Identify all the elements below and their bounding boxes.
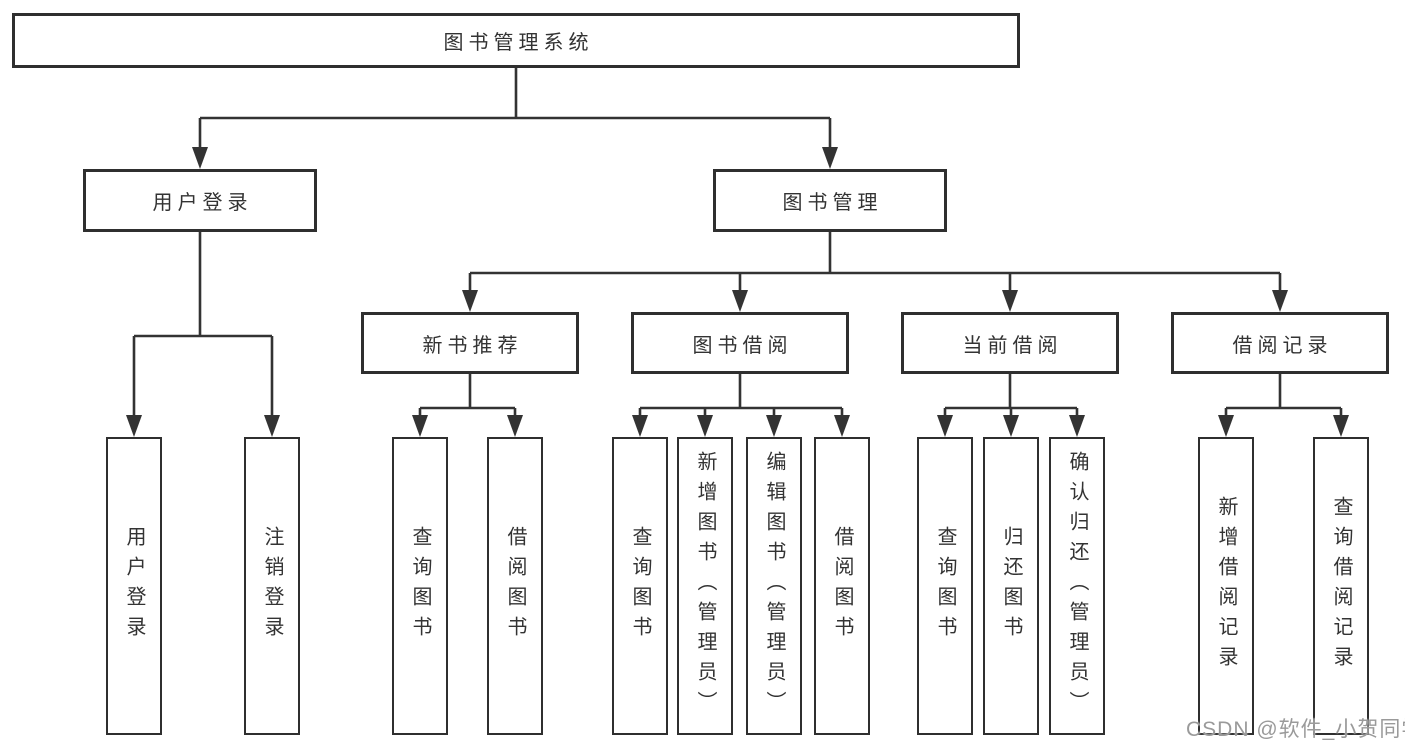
connector-root-to-level2 (198, 68, 832, 149)
leaf-records-add-borrow-record: 新增借阅记录 (1198, 437, 1254, 735)
connector-book-management-to-level3 (468, 232, 1282, 292)
arrowhead (766, 415, 782, 437)
leaf-current-confirm-return-admin: 确认归还（管理员） (1049, 437, 1105, 735)
arrowhead (822, 147, 838, 169)
leaf-borrow-borrow-books: 借阅图书 (814, 437, 870, 735)
node-new-book-recommendation: 新书推荐 (361, 312, 579, 374)
watermark-text: CSDN @软件_小贺同学 (1186, 718, 1405, 741)
arrowhead (1272, 290, 1288, 312)
arrowhead (507, 415, 523, 437)
arrowhead (192, 147, 208, 169)
arrowhead (834, 415, 850, 437)
leaf-records-query-borrow-record: 查询借阅记录 (1313, 437, 1369, 735)
arrowhead (937, 415, 953, 437)
leaf-borrow-query-books: 查询图书 (612, 437, 668, 735)
node-book-management: 图书管理 (713, 169, 947, 232)
arrowhead (732, 290, 748, 312)
arrowhead (1218, 415, 1234, 437)
node-user-login: 用户登录 (83, 169, 317, 232)
node-borrowing-records: 借阅记录 (1171, 312, 1389, 374)
arrowhead (1003, 415, 1019, 437)
leaf-current-return-books: 归还图书 (983, 437, 1039, 735)
connector-current-borrow-to-leaves (943, 374, 1079, 417)
connector-borrow-records-to-leaves (1224, 374, 1343, 417)
node-book-borrowing: 图书借阅 (631, 312, 849, 374)
leaf-newbooks-query-books: 查询图书 (392, 437, 448, 735)
leaf-borrow-edit-books-admin: 编辑图书（管理员） (746, 437, 802, 735)
arrowhead (1002, 290, 1018, 312)
node-library-management-system: 图书管理系统 (12, 13, 1020, 68)
leaf-logout: 注销登录 (244, 437, 300, 735)
connector-book-borrow-to-leaves (638, 374, 844, 417)
arrowhead (1069, 415, 1085, 437)
node-current-borrowing: 当前借阅 (901, 312, 1119, 374)
leaf-user-login: 用户登录 (106, 437, 162, 735)
leaf-current-query-books: 查询图书 (917, 437, 973, 735)
leaf-newbooks-borrow-books: 借阅图书 (487, 437, 543, 735)
arrowhead (462, 290, 478, 312)
leaf-borrow-add-books-admin: 新增图书（管理员） (677, 437, 733, 735)
arrowhead (412, 415, 428, 437)
arrowhead (1333, 415, 1349, 437)
arrowhead (697, 415, 713, 437)
connector-user-login-to-leaves (132, 232, 274, 417)
arrowhead (264, 415, 280, 437)
arrowhead (126, 415, 142, 437)
arrowhead (632, 415, 648, 437)
connector-new-books-to-leaves (418, 374, 517, 417)
